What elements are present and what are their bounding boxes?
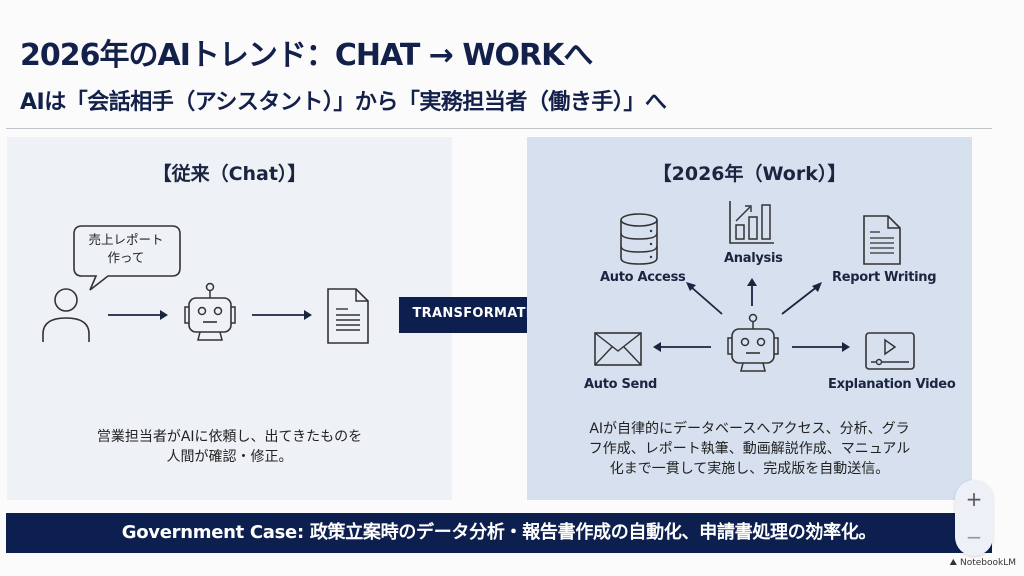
work-desc-line: 化まで一貫して実施し、完成版を自動送信。	[609, 461, 890, 477]
notebooklm-logo-icon: ⛰	[949, 558, 958, 568]
robot-icon	[727, 313, 779, 372]
work-panel-description: AIが自律的にデータベースへアクセス、分析、グラ フ作成、レポート執筆、動画解説…	[527, 419, 972, 479]
arrow-to-explanation-video	[792, 342, 850, 352]
document-icon	[327, 288, 369, 344]
arrow-to-auto-access	[689, 285, 723, 315]
report-document-icon	[863, 215, 901, 265]
auto-access-label: Auto Access	[600, 270, 686, 285]
zoom-out-button[interactable]: −	[965, 525, 983, 549]
bubble-line: 売上レポート	[88, 232, 164, 247]
arrow-to-report-writing	[781, 285, 819, 315]
report-writing-label: Report Writing	[832, 270, 937, 285]
auto-send-label: Auto Send	[584, 377, 658, 392]
arrow-right-icon	[252, 310, 312, 320]
chat-panel-description: 営業担当者がAIに依頼し、出てきたものを 人間が確認・修正。	[7, 427, 452, 467]
database-icon	[620, 213, 658, 265]
person-icon	[42, 288, 90, 342]
envelope-icon	[594, 332, 642, 366]
analysis-label: Analysis	[724, 251, 783, 266]
arrow-to-auto-send	[653, 342, 711, 352]
zoom-in-button[interactable]: +	[965, 487, 983, 511]
zoom-controls: + −	[955, 480, 993, 556]
arrow-right-icon	[108, 310, 168, 320]
analysis-chart-icon	[729, 201, 774, 244]
chat-panel-heading: 【従来（Chat）】	[152, 163, 307, 185]
bubble-line: 作って	[107, 250, 145, 265]
slide-subtitle: AIは「会話相手（アシスタント）」から「実務担当者（働き手）」へ	[20, 90, 667, 115]
brand-label: NotebookLM	[959, 558, 1016, 568]
radial-arrows	[686, 278, 822, 315]
transformation-label: TRANSFORMATION	[412, 306, 554, 321]
work-desc-line: フ作成、レポート執筆、動画解説作成、マニュアル	[588, 441, 911, 457]
chat-desc-line: 人間が確認・修正。	[166, 449, 293, 465]
government-case-banner: Government Case: 政策立案時のデータ分析・報告書作成の自動化、申…	[6, 513, 992, 553]
slide-title: 2026年のAIトレンド：CHAT → WORKへ	[20, 38, 593, 73]
speech-bubble-icon	[73, 225, 181, 291]
chat-panel: 【従来（Chat）】 営業担当者がAIに依頼し、出てきたものを 人間が確認・修正…	[7, 137, 452, 500]
chat-desc-line: 営業担当者がAIに依頼し、出てきたものを	[96, 429, 363, 445]
explanation-video-label: Explanation Video	[828, 377, 956, 392]
speech-bubble-text: 売上レポート 作って	[74, 231, 178, 267]
brand-watermark: ⛰ NotebookLM	[950, 558, 1016, 568]
divider	[6, 128, 992, 129]
work-panel-heading: 【2026年（Work）】	[652, 163, 847, 185]
work-desc-line: AIが自律的にデータベースへアクセス、分析、グラ	[589, 421, 910, 437]
robot-icon	[184, 282, 236, 341]
video-player-icon	[865, 332, 915, 370]
